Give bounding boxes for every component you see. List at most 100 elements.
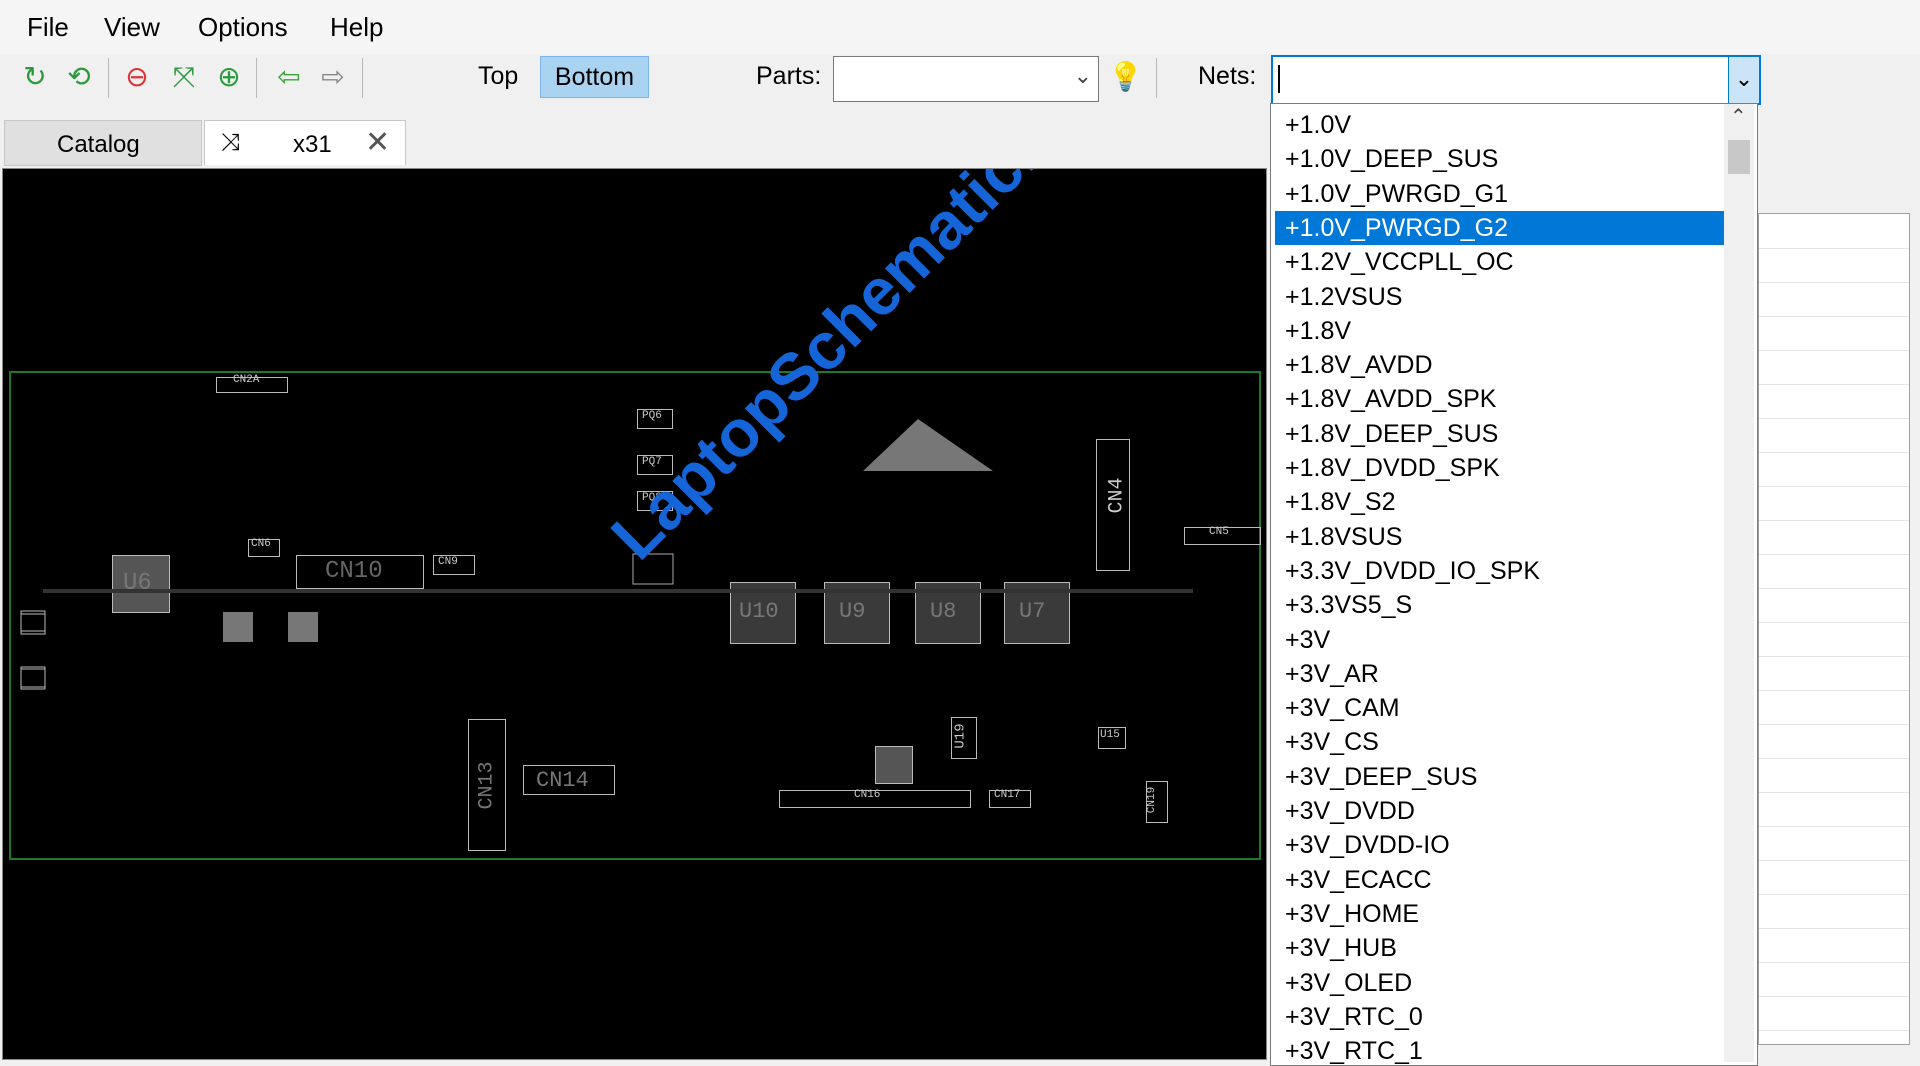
nets-list-item[interactable]: +3.3VS5_S bbox=[1285, 591, 1413, 620]
mosfet-pq7[interactable]: PQ7 bbox=[637, 455, 673, 475]
nets-list-item[interactable]: +1.0V_DEEP_SUS bbox=[1285, 145, 1499, 174]
row-separator bbox=[1759, 996, 1909, 997]
cn2a-label: CN2A bbox=[233, 374, 260, 386]
parts-label: Parts: bbox=[756, 62, 822, 90]
ic-chip[interactable] bbox=[875, 746, 913, 784]
connector-cn4[interactable]: CN4 bbox=[1096, 439, 1130, 571]
chevron-down-icon[interactable]: ⌄ bbox=[1728, 57, 1759, 103]
dropdown-scrollbar[interactable]: ⌃ bbox=[1724, 104, 1754, 1062]
toolbar-separator bbox=[256, 58, 257, 98]
u9-label: U9 bbox=[839, 599, 866, 624]
nets-list-item[interactable]: +3V_CS bbox=[1285, 728, 1379, 757]
nets-label: Nets: bbox=[1198, 62, 1257, 90]
nets-list-item[interactable]: +1.8V bbox=[1285, 316, 1352, 345]
nets-list-item[interactable]: +1.0V_PWRGD_G2 bbox=[1275, 210, 1737, 245]
top-side-button[interactable]: Top bbox=[478, 62, 519, 90]
zoom-in-icon[interactable]: ⊕ bbox=[217, 61, 241, 92]
right-panel bbox=[1758, 213, 1910, 1045]
chevron-up-icon[interactable]: ⌃ bbox=[1730, 106, 1747, 128]
pq7-label: PQ7 bbox=[642, 456, 662, 468]
row-separator bbox=[1759, 588, 1909, 589]
menu-view[interactable]: View bbox=[104, 12, 160, 42]
nets-list-item[interactable]: +3.3V_DVDD_IO_SPK bbox=[1285, 556, 1540, 585]
connector-cn13[interactable]: CN13 bbox=[468, 719, 506, 851]
nets-list-item[interactable]: +1.0V bbox=[1285, 111, 1352, 139]
row-separator bbox=[1759, 894, 1909, 895]
connector-cn14[interactable]: CN14 bbox=[523, 765, 615, 795]
bottom-side-button[interactable]: Bottom bbox=[540, 56, 649, 98]
connector-cn16[interactable]: CN16 bbox=[779, 789, 971, 808]
connector-cn10[interactable]: CN10 bbox=[296, 555, 424, 589]
board-canvas[interactable]: CN2A CN4 CN5 CN6 CN10 CN9 U6 U10 U9 U8 U… bbox=[2, 168, 1267, 1060]
zoom-out-icon[interactable]: ⊖ bbox=[125, 61, 149, 92]
nets-list-item[interactable]: +3V_OLED bbox=[1285, 968, 1413, 997]
text-cursor bbox=[1278, 65, 1280, 93]
nets-list-item[interactable]: +1.8V_S2 bbox=[1285, 488, 1396, 517]
nets-combobox[interactable]: ⌄ bbox=[1271, 55, 1761, 105]
parts-combobox[interactable]: ⌄ bbox=[833, 56, 1099, 102]
connector-cn5[interactable]: CN5 bbox=[1184, 526, 1261, 545]
nets-list-item[interactable]: +1.2V_VCCPLL_OC bbox=[1285, 248, 1514, 277]
nets-list-item[interactable]: +3V_DVDD bbox=[1285, 797, 1415, 825]
row-separator bbox=[1759, 690, 1909, 691]
connector-cn19[interactable]: CN19 bbox=[1146, 781, 1168, 823]
connector-cn2a[interactable]: CN2A bbox=[216, 374, 288, 393]
nets-list-item[interactable]: +3V bbox=[1285, 625, 1331, 654]
tab-file-label: x31 bbox=[293, 131, 332, 158]
menu-file[interactable]: File bbox=[27, 12, 69, 42]
toolbar-separator bbox=[108, 58, 109, 98]
nets-list-item[interactable]: +3V_DEEP_SUS bbox=[1285, 762, 1478, 791]
rotate-icon[interactable]: ⟲ bbox=[67, 61, 91, 92]
tab-catalog[interactable]: Catalog bbox=[4, 120, 202, 166]
nets-list-item[interactable]: +1.2VSUS bbox=[1285, 282, 1403, 311]
close-icon[interactable]: ✕ bbox=[365, 126, 391, 159]
nets-list-item[interactable]: +3V_CAM bbox=[1285, 694, 1400, 723]
row-separator bbox=[1759, 520, 1909, 521]
tab-board-file[interactable]: ⤨ x31 ✕ bbox=[204, 120, 406, 165]
row-separator bbox=[1759, 486, 1909, 487]
row-separator bbox=[1759, 384, 1909, 385]
arrow-right-icon[interactable]: ⇨ bbox=[321, 61, 345, 92]
nets-list-item[interactable]: +3V_RTC_1 bbox=[1285, 1037, 1423, 1066]
row-separator bbox=[1759, 656, 1909, 657]
lightbulb-icon[interactable]: 💡 bbox=[1108, 61, 1143, 92]
cn16-label: CN16 bbox=[854, 789, 881, 801]
u10-label: U10 bbox=[739, 599, 779, 624]
menu-options[interactable]: Options bbox=[198, 12, 288, 42]
nets-list-item[interactable]: +3V_HUB bbox=[1285, 934, 1397, 963]
u7-label: U7 bbox=[1019, 599, 1046, 624]
row-separator bbox=[1759, 1030, 1909, 1031]
scroll-thumb[interactable] bbox=[1728, 140, 1750, 174]
row-separator bbox=[1759, 826, 1909, 827]
connector-cn17[interactable]: CN17 bbox=[989, 789, 1031, 808]
nets-list-item[interactable]: +3V_DVDD-IO bbox=[1285, 831, 1450, 860]
row-separator bbox=[1759, 622, 1909, 623]
chevron-down-icon[interactable]: ⌄ bbox=[1073, 63, 1092, 88]
row-separator bbox=[1759, 248, 1909, 249]
nets-list-item[interactable]: +1.0V_PWRGD_G1 bbox=[1285, 179, 1509, 208]
nets-list-item[interactable]: +1.8V_DEEP_SUS bbox=[1285, 419, 1499, 448]
nets-list-item[interactable]: +3V_RTC_0 bbox=[1285, 1002, 1423, 1031]
refresh-icon[interactable]: ↻ bbox=[23, 61, 47, 92]
pq6-label: PQ6 bbox=[642, 410, 662, 422]
pq8-label: PQ8 bbox=[642, 492, 662, 504]
arrow-left-icon[interactable]: ⇦ bbox=[277, 61, 301, 92]
nets-list-item[interactable]: +3V_AR bbox=[1285, 659, 1379, 688]
fit-icon[interactable]: ⤧ bbox=[172, 61, 196, 92]
ic-u19[interactable]: U19 bbox=[951, 717, 977, 759]
mosfet-pq6[interactable]: PQ6 bbox=[637, 409, 673, 429]
nets-list-item[interactable]: +3V_ECACC bbox=[1285, 865, 1432, 894]
nets-list-item[interactable]: +1.8V_AVDD_SPK bbox=[1285, 385, 1497, 414]
menu-help[interactable]: Help bbox=[330, 12, 384, 42]
nets-list-item[interactable]: +1.8V_AVDD bbox=[1285, 351, 1433, 380]
nets-list-item[interactable]: +1.8VSUS bbox=[1285, 522, 1403, 551]
mosfet-pq8[interactable]: PQ8 bbox=[637, 491, 673, 511]
nets-list-item[interactable]: +3V_HOME bbox=[1285, 899, 1420, 928]
connector-cn9[interactable]: CN9 bbox=[433, 555, 475, 575]
ic-u15[interactable]: U15 bbox=[1098, 727, 1126, 749]
u8-label: U8 bbox=[930, 599, 957, 624]
nets-list-item[interactable]: +1.8V_DVDD_SPK bbox=[1285, 454, 1500, 482]
nets-dropdown-list[interactable]: +1.0V +1.0V_DEEP_SUS +1.0V_PWRGD_G1+1.0V_P… bbox=[1270, 103, 1758, 1066]
row-separator bbox=[1759, 350, 1909, 351]
connector-cn6[interactable]: CN6 bbox=[248, 538, 280, 557]
